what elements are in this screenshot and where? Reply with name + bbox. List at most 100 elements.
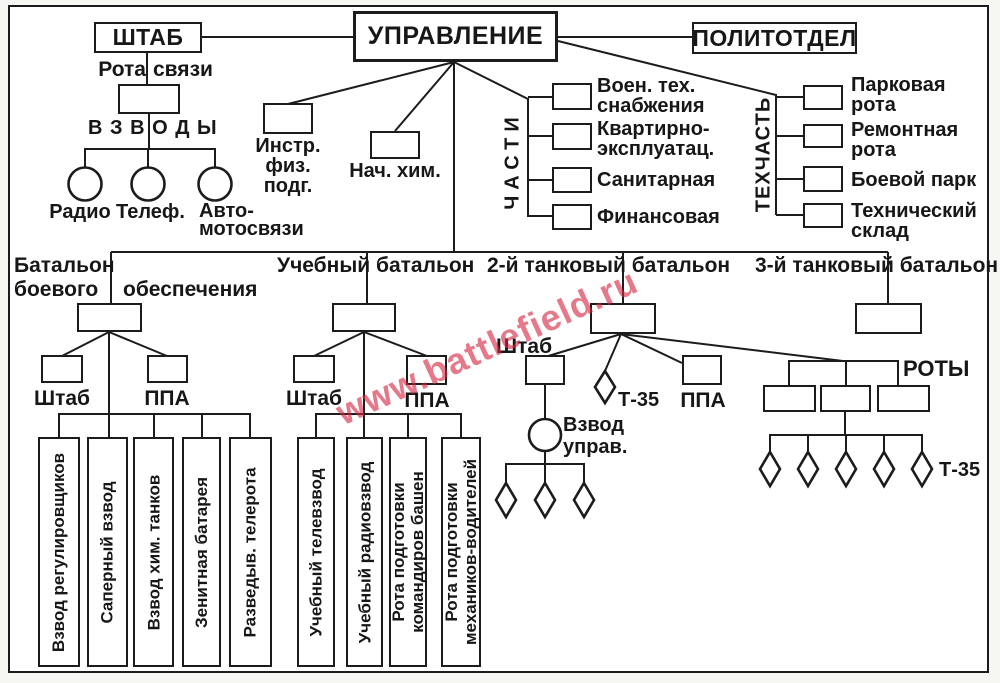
telephone-platoon-circle: [130, 166, 166, 202]
motor-platoon-circle: [197, 166, 233, 202]
roty-box-3: [877, 385, 930, 412]
vzvody-label: В З В О Д Ы: [88, 117, 218, 139]
t35-tank-icon: [572, 480, 596, 520]
politotdel-box: ПОЛИТОТДЕЛ: [692, 22, 857, 54]
tb2-shtab-box: [525, 355, 565, 385]
roty-box-2: [820, 385, 871, 412]
tb3-title: 3-й танковый батальон: [755, 254, 999, 277]
chasti-box-4: [552, 204, 592, 230]
bbo-unit-box-1: Взвод регулировщиков: [38, 437, 80, 667]
t35-tank-icon: [872, 449, 896, 489]
tb2-ppa-box: [682, 355, 722, 385]
ub-title: Учебный батальон: [277, 254, 475, 277]
roty-t35-label: Т-35: [939, 459, 981, 481]
radio-platoon-circle: [67, 166, 103, 202]
phys-training-box: [263, 103, 313, 134]
phys-training-label: Инстр. физ. подг.: [255, 135, 321, 197]
bbo-shtab-box: [41, 355, 83, 383]
bbo-units-bracket: [58, 413, 251, 437]
chasti-bracket: [527, 96, 552, 217]
bbo-title-line3: обеспечения: [123, 278, 258, 301]
chem-chief-label: Нач. хим.: [349, 160, 441, 182]
t35-tank-icon: [796, 449, 820, 489]
motor-platoon-label-line2: мотосвязи: [199, 218, 304, 240]
roty-tanks-bracket: [769, 412, 923, 451]
tehchast-item-2-label: Ремонтная рота: [851, 119, 959, 161]
tb2-shtab-label: Штаб: [496, 335, 553, 358]
t35-tank-icon: [910, 449, 934, 489]
roty-box-1: [763, 385, 816, 412]
bbo-unit-box-2: Саперный взвод: [87, 437, 128, 667]
roty-bracket: [788, 360, 899, 385]
control-platoon-label-line1: Взвод: [563, 414, 625, 436]
radio-platoon-label: Радио: [49, 201, 111, 223]
signal-trunk: [146, 53, 150, 149]
control-platoon-label-line2: управ.: [563, 436, 628, 458]
tehchast-bracket: [557, 40, 803, 216]
tb2-ppa-label: ППА: [680, 389, 726, 412]
tehchast-item-1-label: Парковая рота: [851, 74, 946, 116]
ub-shtab-label: Штаб: [285, 387, 343, 410]
shtab-box: ШТАБ: [94, 22, 202, 53]
telephone-platoon-label: Телеф.: [116, 201, 185, 223]
bbo-shtab-label: Штаб: [33, 387, 91, 410]
bbo-ppa-label: ППА: [144, 387, 190, 410]
bbo-ppa-box: [147, 355, 188, 383]
bbo-title-line2: боевого: [14, 278, 99, 301]
ub-ppa-label: ППА: [404, 389, 450, 412]
chasti-item-4-label: Финансовая: [597, 206, 720, 228]
battalion-distribution-line: [110, 251, 889, 304]
bbo-unit-box-3: Взвод хим. танков: [133, 437, 174, 667]
tehchast-item-3-label: Боевой парк: [851, 169, 977, 191]
bbo-unit-box-4: Зенитная батарея: [182, 437, 221, 667]
tehchast-item-4-label: Технический склад: [851, 200, 977, 242]
tehchast-box-2: [803, 124, 843, 148]
tb2-t35-label: Т-35: [618, 389, 660, 411]
control-platoon-bracket: [505, 463, 585, 482]
chasti-item-2-label: Квартирно- эксплуатац.: [597, 118, 715, 160]
bbo-box: [77, 303, 142, 332]
tehchast-box-4: [803, 203, 843, 228]
chasti-title: ЧАСТИ: [501, 111, 524, 210]
bbo-fan: [61, 331, 168, 414]
chem-chief-box: [370, 131, 420, 159]
chasti-box-3: [552, 167, 592, 193]
tehchast-title: ТЕХЧАСТЬ: [752, 96, 775, 213]
ub-unit-box-2: Учебный радиовзвод: [346, 437, 383, 667]
rota-svyazi-label-left: Рота: [98, 58, 146, 81]
tb2-fan: [544, 333, 844, 372]
rota-svyazi-label-right: связи: [153, 58, 213, 81]
tb2-title: 2-й танковый батальон: [487, 254, 731, 277]
upravlenie-fan: [287, 61, 529, 252]
t35-tank-icon: [758, 449, 782, 489]
ub-unit-box-4: Рота подготовки механиков-водителей: [441, 437, 481, 667]
upravlenie-box: УПРАВЛЕНИЕ: [353, 11, 558, 62]
bbo-title-line1: Батальон: [14, 254, 115, 277]
motor-platoon-label-line1: Авто-: [199, 200, 254, 222]
chasti-box-2: [552, 123, 592, 150]
t35-tank-icon: [494, 480, 518, 520]
ub-shtab-box: [293, 355, 335, 383]
ub-unit-box-3: Рота подготовки командиров башен: [389, 437, 427, 667]
tb2-box: [590, 303, 656, 334]
chasti-item-1-label: Воен. тех. снабжения: [597, 75, 705, 117]
roty-label: РОТЫ: [903, 356, 970, 381]
ub-ppa-box: [406, 355, 447, 385]
signal-company-box: [118, 84, 180, 114]
tehchast-box-3: [803, 166, 843, 192]
control-platoon-circle: [527, 417, 563, 453]
ub-units-bracket: [315, 413, 462, 437]
chasti-box-1: [552, 83, 592, 110]
tehchast-box-1: [803, 85, 843, 110]
chasti-item-3-label: Санитарная: [597, 169, 716, 191]
t35-tank-icon: [834, 449, 858, 489]
t35-tank-icon: [533, 480, 557, 520]
ub-unit-box-1: Учебный телевзвод: [297, 437, 335, 667]
ub-fan: [313, 331, 428, 414]
vzvody-bracket: [84, 148, 216, 167]
bbo-unit-box-5: Разведыв. телерота: [229, 437, 272, 667]
tb3-box: [855, 303, 922, 334]
t35-tank-icon: [593, 368, 617, 406]
